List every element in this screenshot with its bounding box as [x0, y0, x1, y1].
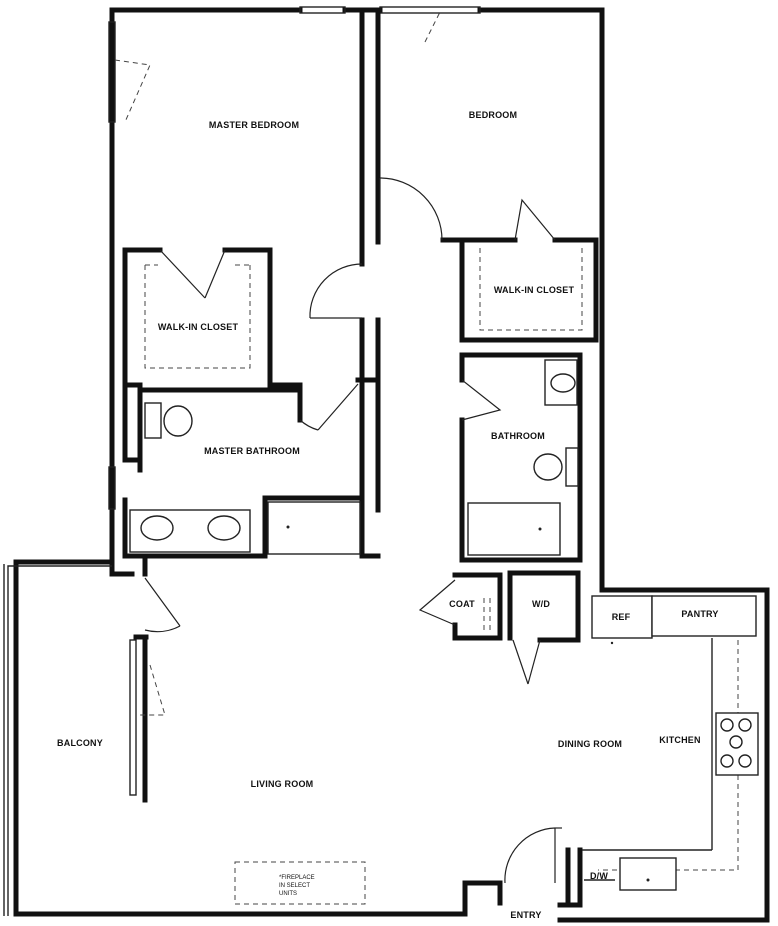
room-labels: MASTER BEDROOM BEDROOM WALK-IN CLOSET WA…: [57, 110, 718, 920]
label-dw: D/W: [590, 871, 608, 881]
label-balcony: BALCONY: [57, 738, 103, 748]
kitchen-fixtures: [582, 595, 759, 891]
fireplace-note-line-1: *FIREPLACE: [279, 875, 315, 881]
fireplace-note-line-3: UNITS: [279, 891, 297, 897]
closet-shelving: [144, 248, 583, 630]
label-bathroom: BATHROOM: [491, 431, 545, 441]
label-living-room: LIVING ROOM: [251, 779, 314, 789]
windows: [108, 6, 481, 796]
label-pantry: PANTRY: [681, 609, 718, 619]
exterior-walls: [13, 7, 770, 923]
doors: [114, 11, 562, 884]
label-master-bedroom: MASTER BEDROOM: [209, 120, 299, 130]
label-entry: ENTRY: [510, 910, 541, 920]
label-ref: REF: [612, 612, 631, 622]
bath-fixtures: [467, 359, 579, 556]
label-bedroom: BEDROOM: [469, 110, 517, 120]
balcony-railing: [3, 564, 112, 916]
label-kitchen: KITCHEN: [659, 735, 700, 745]
fireplace: [234, 861, 366, 905]
label-wd: W/D: [532, 599, 550, 609]
fireplace-note-line-2: IN SELECT: [279, 883, 310, 889]
label-coat: COAT: [449, 599, 475, 609]
label-dining-room: DINING ROOM: [558, 739, 622, 749]
label-walk-in-closet-master: WALK-IN CLOSET: [158, 322, 239, 332]
interior-walls: [122, 7, 599, 908]
label-master-bathroom: MASTER BATHROOM: [204, 446, 300, 456]
master-bath-fixtures: [129, 402, 361, 555]
label-walk-in-closet-bedroom: WALK-IN CLOSET: [494, 285, 575, 295]
